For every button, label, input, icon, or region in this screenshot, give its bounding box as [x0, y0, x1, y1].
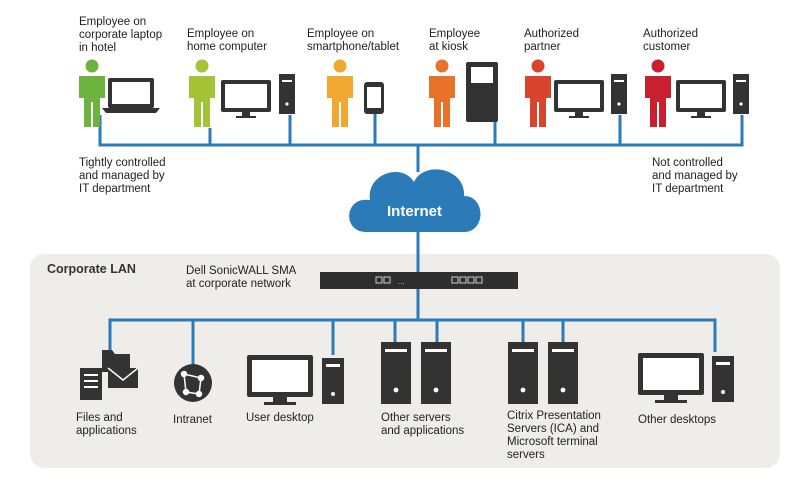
- user-label-kiosk: Employee at kiosk: [429, 28, 481, 53]
- resource-label-files: Files and applications: [76, 412, 137, 437]
- person-icon-smartphone: [327, 59, 353, 127]
- user-label-partner: Authorized partner: [524, 28, 579, 53]
- person-icon-partner: [525, 59, 551, 127]
- person-icon-kiosk: [429, 59, 455, 127]
- customer-computer-icon: [676, 74, 749, 118]
- sonicwall-appliance: ...: [320, 272, 518, 289]
- kiosk-icon: [466, 62, 498, 122]
- person-icon-customer: [645, 59, 671, 127]
- person-icon-laptop-hotel: [79, 59, 105, 127]
- smartphone-icon: [364, 82, 384, 114]
- laptop-icon: [102, 78, 160, 113]
- person-icon-home-computer: [189, 59, 215, 127]
- user-label-home-computer: Employee on home computer: [187, 28, 267, 53]
- other-desktops-icon: [638, 353, 734, 403]
- user-devices: [102, 62, 749, 122]
- user-label-smartphone: Employee on smartphone/tablet: [307, 28, 400, 53]
- resource-label-other-desktops: Other desktops: [638, 414, 716, 426]
- server-towers-icon: [381, 342, 451, 404]
- note-controlled: Tightly controlled and managed by IT dep…: [79, 157, 166, 195]
- partner-computer-icon: [554, 74, 627, 118]
- note-not-controlled: Not controlled and managed by IT departm…: [652, 157, 738, 195]
- resource-label-intranet: Intranet: [173, 414, 212, 426]
- citrix-servers-icon: [508, 342, 578, 404]
- user-label-customer: Authorized customer: [643, 28, 698, 53]
- connection-lines: [98, 113, 744, 365]
- user-figures: [79, 59, 671, 127]
- corporate-lan-title: Corporate LAN: [47, 262, 136, 276]
- files-and-mail-icon: [80, 350, 139, 400]
- lan-resources: [80, 342, 734, 405]
- internet-label: Internet: [387, 203, 443, 220]
- resource-label-other-servers: Other servers and applications: [381, 412, 465, 437]
- desktop-computer-icon: [221, 74, 295, 118]
- user-label-laptop-hotel: Employee on corporate laptop in hotel: [79, 16, 163, 54]
- intranet-globe-icon: [174, 364, 212, 402]
- resource-label-user-desktop: User desktop: [246, 412, 314, 424]
- user-desktop-icon: [247, 355, 344, 405]
- resource-label-citrix: Citrix Presentation Servers (ICA) and Mi…: [507, 410, 601, 461]
- internet-cloud: [349, 169, 481, 232]
- svg-text:...: ...: [398, 277, 405, 286]
- appliance-label: Dell SonicWALL SMA at corporate network: [186, 265, 297, 290]
